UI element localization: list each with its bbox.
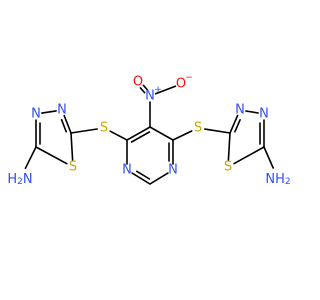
charge-n-nitro: + xyxy=(154,85,162,95)
atom-n-td-right-bot: N xyxy=(259,107,269,122)
double-bond-n_nitro-o_nitro_dbl-a xyxy=(142,84,149,91)
double-bond-c5-c4-inner xyxy=(130,131,151,143)
single-bond-n_td_left_top-n_td_left_bot xyxy=(41,110,57,114)
double-bond-c2-n_pyr_left-inner xyxy=(136,170,151,180)
double-bond-ctr-n_td_right_top xyxy=(229,114,239,134)
single-bond-c5-c6 xyxy=(149,126,174,141)
atom-n-td-right-top: N xyxy=(235,103,245,118)
atom-s-td-left: S xyxy=(69,160,77,175)
atom-o-nitro-dbl: O xyxy=(133,75,143,90)
single-bond-s_td_left-ctl xyxy=(70,132,74,161)
single-bond-c4-s_link_left xyxy=(109,130,128,141)
single-bond-cbr-nh2_right xyxy=(263,146,275,169)
atom-s-link-right: S xyxy=(194,121,202,136)
atom-n-pyr-left: N xyxy=(122,163,132,178)
bond-lines xyxy=(24,84,275,185)
atom-nh2-right: NH2 xyxy=(265,172,290,188)
single-bond-s_link_left-ctl xyxy=(70,128,98,134)
double-bond-c2-n_pyr_left xyxy=(131,172,151,185)
single-bond-n_td_right_top-n_td_right_bot xyxy=(245,110,259,114)
atom-nh2-left: H2N xyxy=(7,172,32,188)
atom-n-td-left-bot: N xyxy=(31,107,41,122)
charge-o-minus: − xyxy=(185,73,193,83)
single-bond-n_nitro-o_minus xyxy=(154,85,177,95)
single-bond-s_td_right-ctr xyxy=(227,132,231,161)
double-bond-ctr-n_td_right_top-inner xyxy=(234,119,241,133)
single-bond-cbr-s_td_right xyxy=(233,146,265,165)
double-bond-c5-c4 xyxy=(126,126,151,141)
single-bond-c6-s_link_right xyxy=(172,130,193,141)
atom-n-pyr-right: N xyxy=(168,163,178,178)
atom-n-td-left-top: N xyxy=(57,103,67,118)
double-bond-ctl-n_td_left_top xyxy=(63,114,72,134)
double-bond-n_nitro-o_nitro_dbl-b xyxy=(139,87,146,94)
double-bond-ctl-n_td_left_top-inner xyxy=(60,119,67,133)
single-bond-n_pyr_right-c2 xyxy=(149,172,169,185)
single-bond-cbl-nh2_left xyxy=(24,146,37,170)
atom-n-nitro: N xyxy=(145,89,155,104)
single-bond-s_link_right-ctr xyxy=(204,128,231,134)
atom-s-link-left: S xyxy=(100,121,108,136)
atom-s-td-right: S xyxy=(224,160,232,175)
single-bond-cbl-s_td_left xyxy=(35,146,68,165)
atom-o-minus: O xyxy=(176,77,186,92)
